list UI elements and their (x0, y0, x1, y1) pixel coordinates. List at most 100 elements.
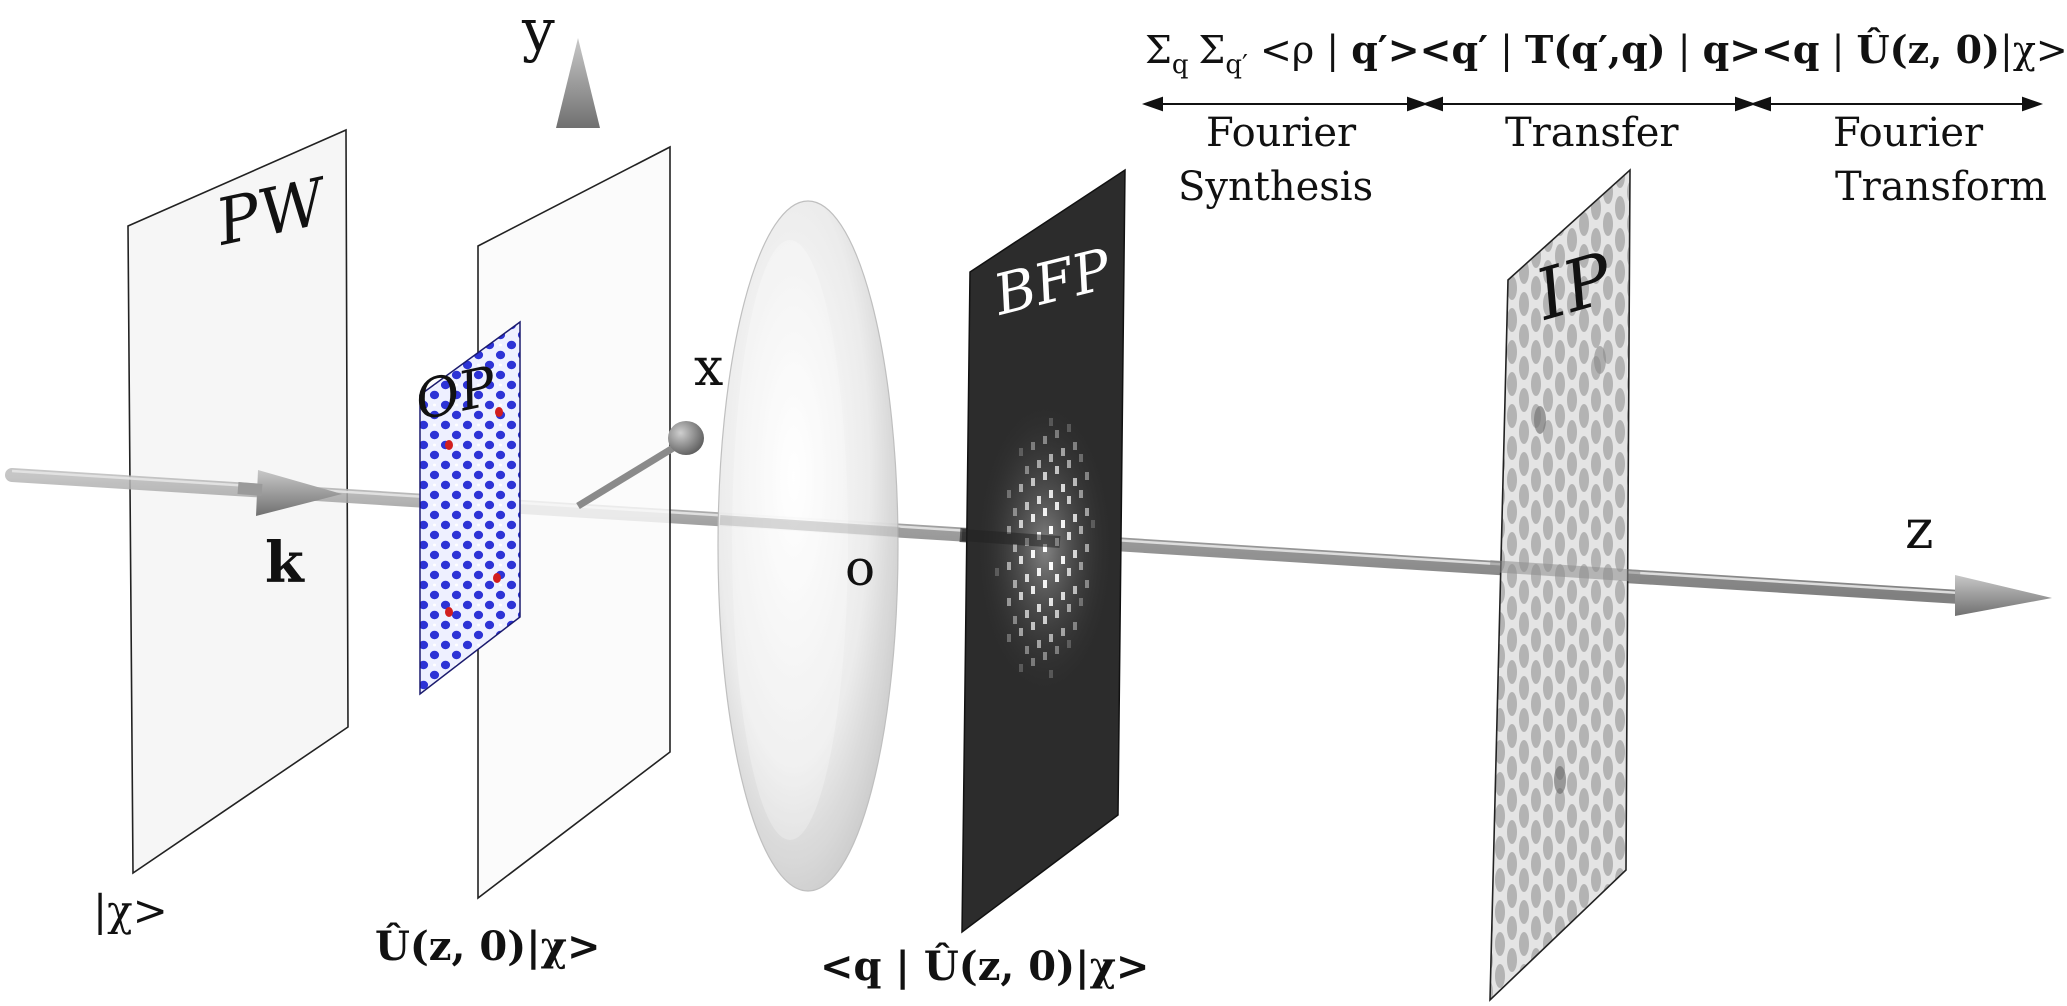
eq-join-1: >< (1388, 27, 1452, 72)
diffraction-spot (1025, 646, 1029, 654)
diffraction-spot (1085, 472, 1089, 480)
diffraction-spot (1049, 670, 1053, 678)
eq-qprime-bra: q′ (1451, 27, 1488, 72)
eq-bar-3: | (1819, 28, 1856, 72)
sum-subscript: q (1172, 50, 1189, 80)
eq-q-bra: q (1793, 27, 1820, 72)
eq-propagator: Û(z, 0) (1856, 27, 2000, 72)
z-axis-arrowhead (1955, 575, 2052, 616)
eq-qprime-ket: q′ (1351, 27, 1388, 72)
diffraction-spot (1067, 496, 1071, 504)
defect-atom (495, 407, 503, 417)
diffraction-spot (1079, 490, 1083, 498)
fourier-transform-label-line1: Fourier (1833, 110, 1984, 156)
diffraction-spot (1085, 544, 1089, 552)
diffraction-spot (1079, 598, 1083, 606)
ip-plane (1489, 168, 1631, 1002)
diffraction-spot (1019, 484, 1023, 492)
fourier-transform-label-line2: Transform (1835, 164, 2047, 210)
diffraction-spot (1031, 514, 1035, 522)
diffraction-spot (1025, 466, 1029, 474)
diffraction-spot (1031, 658, 1035, 666)
diffraction-spot (1025, 502, 1029, 510)
bfp-state-label: <q | Û(z, 0)|χ> (820, 943, 1149, 990)
eq-q-ket: q (1703, 27, 1730, 72)
pw-state-label: |χ> (93, 886, 168, 935)
sum-subscript-2: q′ (1225, 50, 1248, 80)
diffraction-spot (1073, 586, 1077, 594)
diffraction-spot (1073, 550, 1077, 558)
defect-atom (445, 607, 453, 617)
diffraction-spot (1019, 592, 1023, 600)
fourier-synthesis-label-line2: Synthesis (1178, 164, 1373, 210)
diffraction-spot (1019, 448, 1023, 456)
diffraction-spot (1013, 580, 1017, 588)
defect-atom (493, 573, 501, 583)
diffraction-spot (1043, 544, 1047, 552)
diffraction-spot (1043, 652, 1047, 660)
origin-label: o (845, 539, 875, 597)
y-axis-arrowhead (556, 38, 600, 128)
diffraction-spot (1049, 634, 1053, 642)
diffraction-spot (1055, 430, 1059, 438)
diffraction-spot (1037, 568, 1041, 576)
y-axis-label: y (521, 0, 555, 64)
diffraction-spot (1007, 490, 1011, 498)
diffraction-spot (1061, 520, 1065, 528)
diffraction-spot (1019, 520, 1023, 528)
diffraction-spot (1031, 622, 1035, 630)
lens (717, 200, 899, 892)
eq-transfer: T(q′,q) (1525, 27, 1666, 72)
diffraction-spot (1013, 544, 1017, 552)
op-state-label: Û(z, 0)|χ> (375, 923, 601, 970)
diffraction-spot (1043, 436, 1047, 444)
eq-chi-ket: |χ> (2000, 28, 2067, 72)
diffraction-spot (1055, 646, 1059, 654)
diffraction-spot (1043, 616, 1047, 624)
bracket-arrows (1141, 96, 2044, 112)
diffraction-spot (1067, 424, 1071, 432)
eq-rho-bra: <ρ | (1248, 28, 1351, 72)
diffraction-spot (1067, 604, 1071, 612)
diffraction-spots (995, 418, 1095, 678)
eq-bar-1: | (1488, 28, 1525, 72)
eq-join-2: >< (1729, 27, 1793, 72)
diffraction-spot (1079, 562, 1083, 570)
x-axis (576, 442, 680, 509)
diffraction-spot (1037, 604, 1041, 612)
sum-symbol: Σ (1145, 28, 1172, 72)
diffraction-spot (1067, 568, 1071, 576)
diffraction-spot (1061, 556, 1065, 564)
diffraction-spot (1037, 640, 1041, 648)
sum-symbol-2: Σ (1199, 28, 1226, 72)
object-plane-frame (477, 145, 671, 900)
diffraction-spot (1013, 508, 1017, 516)
diffraction-spot (1043, 508, 1047, 516)
diffraction-spot (1025, 610, 1029, 618)
diffraction-spot (1079, 454, 1083, 462)
diffraction-spot (1067, 460, 1071, 468)
diffraction-spot (995, 568, 999, 576)
diffraction-spot (1019, 556, 1023, 564)
z-axis-label: z (1905, 498, 1933, 561)
diffraction-spot (1055, 610, 1059, 618)
diffraction-spot (1019, 664, 1023, 672)
diffraction-spot (1049, 598, 1053, 606)
diffraction-spot (1007, 598, 1011, 606)
diffraction-spot (1031, 478, 1035, 486)
diffraction-spot (1007, 526, 1011, 534)
eq-bar-2: | (1666, 28, 1703, 72)
diffraction-spot (1061, 484, 1065, 492)
diffraction-spot (1073, 514, 1077, 522)
diffraction-spot (1085, 508, 1089, 516)
diffraction-spot (1007, 562, 1011, 570)
diffraction-spot (1067, 640, 1071, 648)
diffraction-spot (1049, 418, 1053, 426)
diffraction-spot (1049, 526, 1053, 534)
diffraction-spot (1037, 496, 1041, 504)
diffraction-spot (1013, 616, 1017, 624)
diffraction-spot (1049, 562, 1053, 570)
pw-plane (127, 128, 349, 875)
diffraction-spot (1091, 520, 1095, 528)
